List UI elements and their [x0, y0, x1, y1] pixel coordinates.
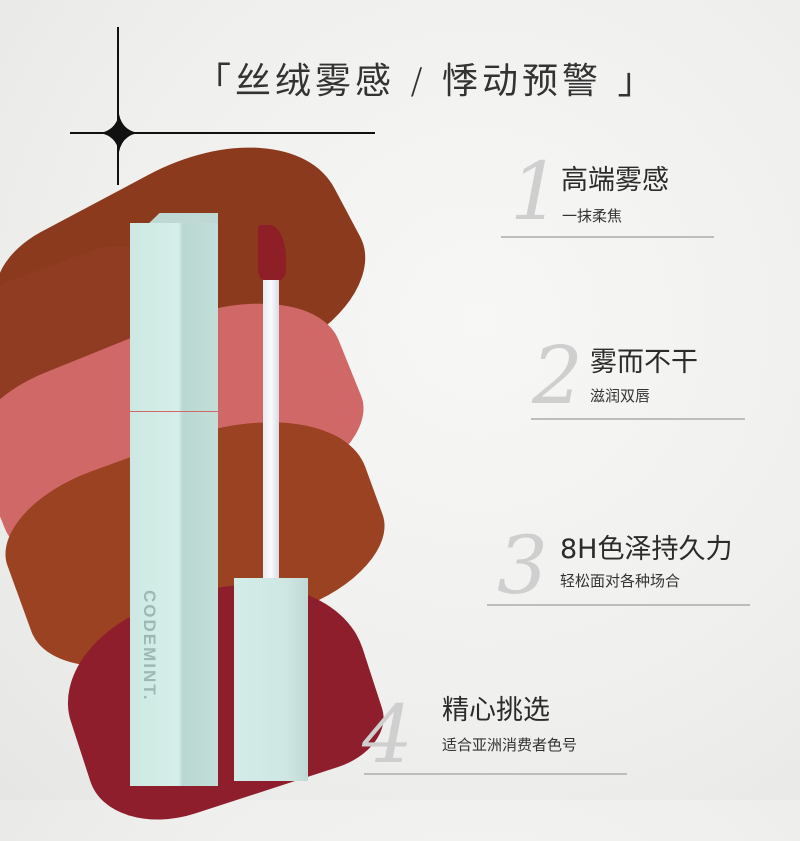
feature-title: 雾而不干 — [590, 347, 698, 378]
feature-subtitle: 适合亚洲消费者色号 — [442, 736, 578, 754]
feature-title: 精心挑选 — [442, 695, 550, 726]
feature-title: 高端雾感 — [561, 165, 669, 196]
feature-number: 3 — [497, 519, 548, 612]
feature-divider — [487, 604, 750, 606]
feature-subtitle: 滋润双唇 — [590, 387, 651, 405]
feature-subtitle: 一抹柔焦 — [562, 207, 623, 225]
tube-body — [130, 412, 218, 786]
feature-subtitle: 轻松面对各种场合 — [560, 572, 681, 590]
page-headline: 「丝绒雾感 / 悸动预警 」 — [195, 61, 658, 102]
crosshair-horizontal-line — [70, 132, 375, 134]
feature-divider — [364, 773, 627, 775]
feature-number: 2 — [532, 329, 583, 422]
applicator-handle — [234, 578, 308, 781]
tube-cap — [130, 223, 218, 411]
feature-number: 1 — [510, 145, 561, 238]
feature-number: 4 — [362, 688, 413, 781]
feature-divider — [501, 236, 714, 238]
applicator-stick — [263, 270, 279, 580]
sparkle-star-icon — [100, 114, 138, 152]
crosshair-vertical-line — [117, 27, 119, 185]
brand-label: CODEMINT. — [139, 590, 179, 760]
feature-title: 8H色泽持久力 — [560, 534, 733, 565]
brand-name: CODEMINT. — [140, 590, 159, 702]
feature-divider — [531, 418, 745, 420]
